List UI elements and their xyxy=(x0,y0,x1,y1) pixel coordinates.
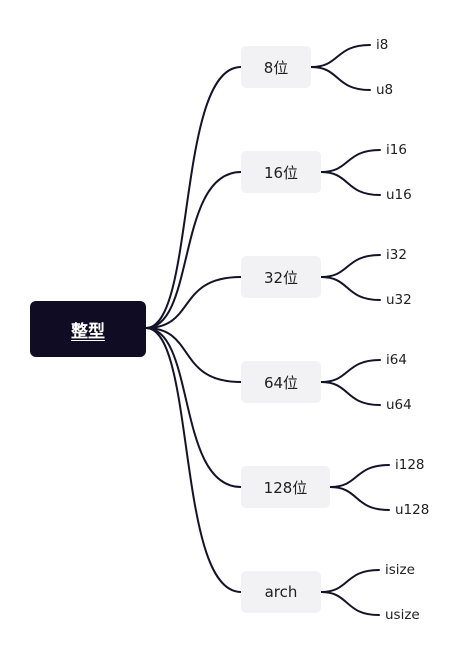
leaf-isize[interactable]: isize xyxy=(385,562,415,578)
edge-root-to-64bit xyxy=(145,327,242,383)
leaf-u32[interactable]: u32 xyxy=(386,292,412,308)
edge-root-to-16bit xyxy=(145,171,242,329)
branch-label-8bit: 8位 xyxy=(263,58,289,77)
edge-64bit-to-leaf-top xyxy=(320,359,381,383)
edge-16bit-to-leaf-top xyxy=(320,149,381,173)
edge-16bit-to-leaf-bottom xyxy=(320,171,381,196)
branch-node-64bit[interactable]: 64位 xyxy=(241,361,321,403)
leaf-u128[interactable]: u128 xyxy=(395,502,430,518)
leaf-u64[interactable]: u64 xyxy=(386,397,412,413)
edge-128bit-to-leaf-bottom xyxy=(329,486,390,511)
leaf-i16[interactable]: i16 xyxy=(386,142,407,158)
edge-8bit-to-leaf-bottom xyxy=(310,66,371,91)
leaf-i128[interactable]: i128 xyxy=(395,457,425,473)
leaf-usize[interactable]: usize xyxy=(385,607,420,623)
edge-32bit-to-leaf-top xyxy=(320,254,381,278)
edge-root-to-128bit xyxy=(145,327,242,488)
leaf-i64[interactable]: i64 xyxy=(386,352,407,368)
root-node[interactable]: 整型 xyxy=(30,301,146,357)
branch-node-16bit[interactable]: 16位 xyxy=(241,151,321,193)
edge-arch-to-leaf-bottom xyxy=(320,591,380,616)
edge-32bit-to-leaf-bottom xyxy=(320,276,381,301)
branch-label-128bit: 128位 xyxy=(263,478,308,497)
branch-node-8bit[interactable]: 8位 xyxy=(241,46,311,88)
branch-label-32bit: 32位 xyxy=(263,268,299,287)
leaf-i8[interactable]: i8 xyxy=(376,37,389,53)
leaf-i32[interactable]: i32 xyxy=(386,247,407,263)
root-node-label: 整型 xyxy=(71,321,105,342)
branch-node-arch[interactable]: arch xyxy=(241,571,321,613)
edge-128bit-to-leaf-top xyxy=(329,464,390,488)
edge-64bit-to-leaf-bottom xyxy=(320,381,381,406)
branch-label-64bit: 64位 xyxy=(263,373,299,392)
leaf-u16[interactable]: u16 xyxy=(386,187,412,203)
branch-node-128bit[interactable]: 128位 xyxy=(241,466,330,508)
edge-arch-to-leaf-top xyxy=(320,569,380,593)
branch-label-16bit: 16位 xyxy=(263,163,299,182)
branch-label-arch: arch xyxy=(264,583,298,601)
edge-root-to-arch xyxy=(145,327,242,593)
leaf-u8[interactable]: u8 xyxy=(376,82,394,98)
edge-8bit-to-leaf-top xyxy=(310,44,371,68)
edge-root-to-32bit xyxy=(145,276,242,329)
branch-node-32bit[interactable]: 32位 xyxy=(241,256,321,298)
edge-root-to-8bit xyxy=(145,66,242,329)
